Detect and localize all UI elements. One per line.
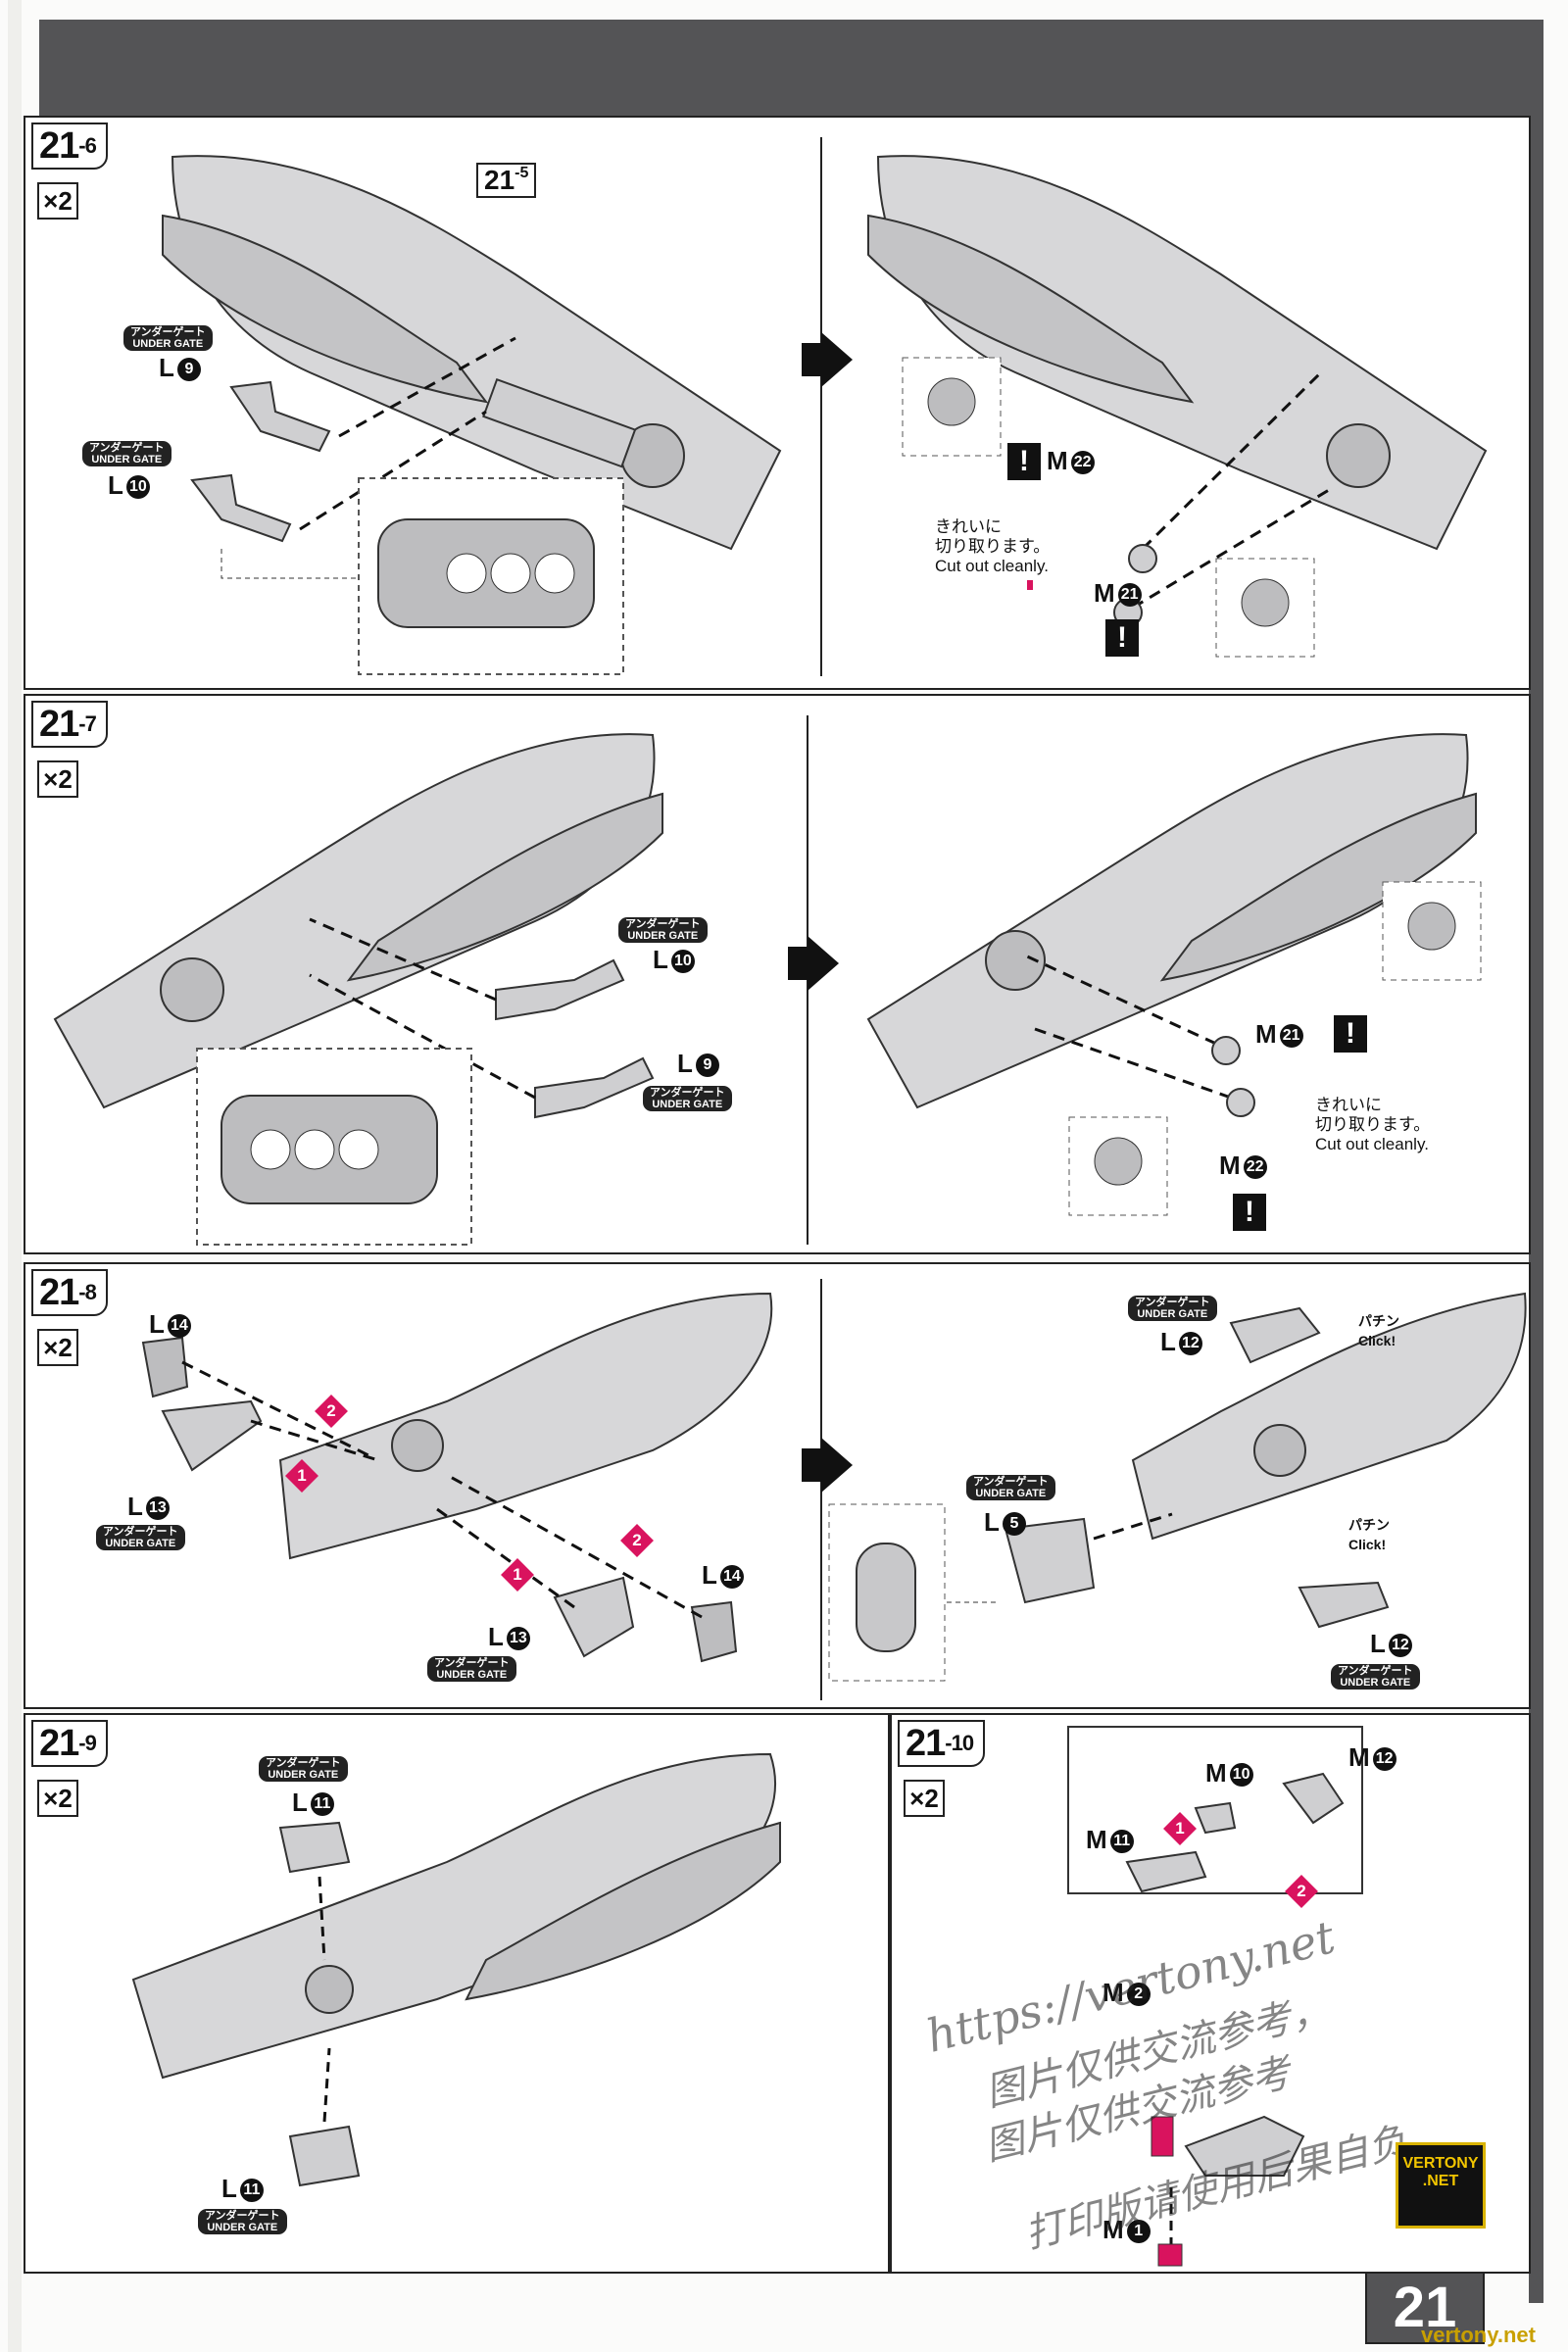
ref-step-21-5: 21-5 <box>476 163 537 198</box>
caution-icon: ! <box>1334 1015 1367 1053</box>
assembly-illustration <box>141 1279 1527 1700</box>
caution-icon: ! <box>1105 619 1139 657</box>
assembly-illustration <box>131 1752 781 2187</box>
step-number: 21-10 <box>898 1720 986 1767</box>
brand-logo: VERTONY.NET <box>1396 2142 1486 2229</box>
next-arrow-icon <box>821 332 853 387</box>
quantity-badge: ×2 <box>37 1329 78 1366</box>
order-marker-2: 2 <box>1285 1875 1318 1908</box>
right-band <box>1529 20 1544 2303</box>
quantity-badge: ×2 <box>37 182 78 220</box>
next-arrow-stem <box>802 343 821 376</box>
order-marker-2: 2 <box>315 1395 348 1428</box>
quantity-badge: ×2 <box>37 1780 78 1817</box>
order-marker-1: 1 <box>501 1558 534 1592</box>
cut-note: きれいに切り取ります。Cut out cleanly. <box>935 517 1051 575</box>
assembly-illustration <box>53 715 1482 1246</box>
next-arrow-stem <box>788 947 808 980</box>
assembly-illustration <box>1067 1726 1363 2267</box>
step-number: 21-6 <box>31 122 108 170</box>
assembly-illustration <box>162 137 1488 676</box>
quantity-badge: ×2 <box>37 760 78 798</box>
next-arrow-icon <box>808 936 839 991</box>
next-arrow-stem <box>802 1448 821 1482</box>
caution-icon: ! <box>1007 443 1041 480</box>
binding-edge <box>8 0 22 2352</box>
cut-note: きれいに切り取ります。Cut out cleanly. <box>1315 1096 1431 1153</box>
order-marker-1: 1 <box>285 1459 318 1493</box>
order-marker-2: 2 <box>620 1524 654 1557</box>
page-number: 21 <box>1365 2272 1485 2344</box>
caution-icon: ! <box>1233 1194 1266 1231</box>
step-number: 21-8 <box>31 1269 108 1316</box>
quantity-badge: ×2 <box>904 1780 945 1817</box>
step-number: 21-9 <box>31 1720 108 1767</box>
step-number: 21-7 <box>31 701 108 748</box>
next-arrow-icon <box>821 1438 853 1493</box>
order-marker-1: 1 <box>1163 1812 1197 1845</box>
footer-url: vertony.net <box>1421 2323 1536 2347</box>
top-band <box>39 20 1544 116</box>
